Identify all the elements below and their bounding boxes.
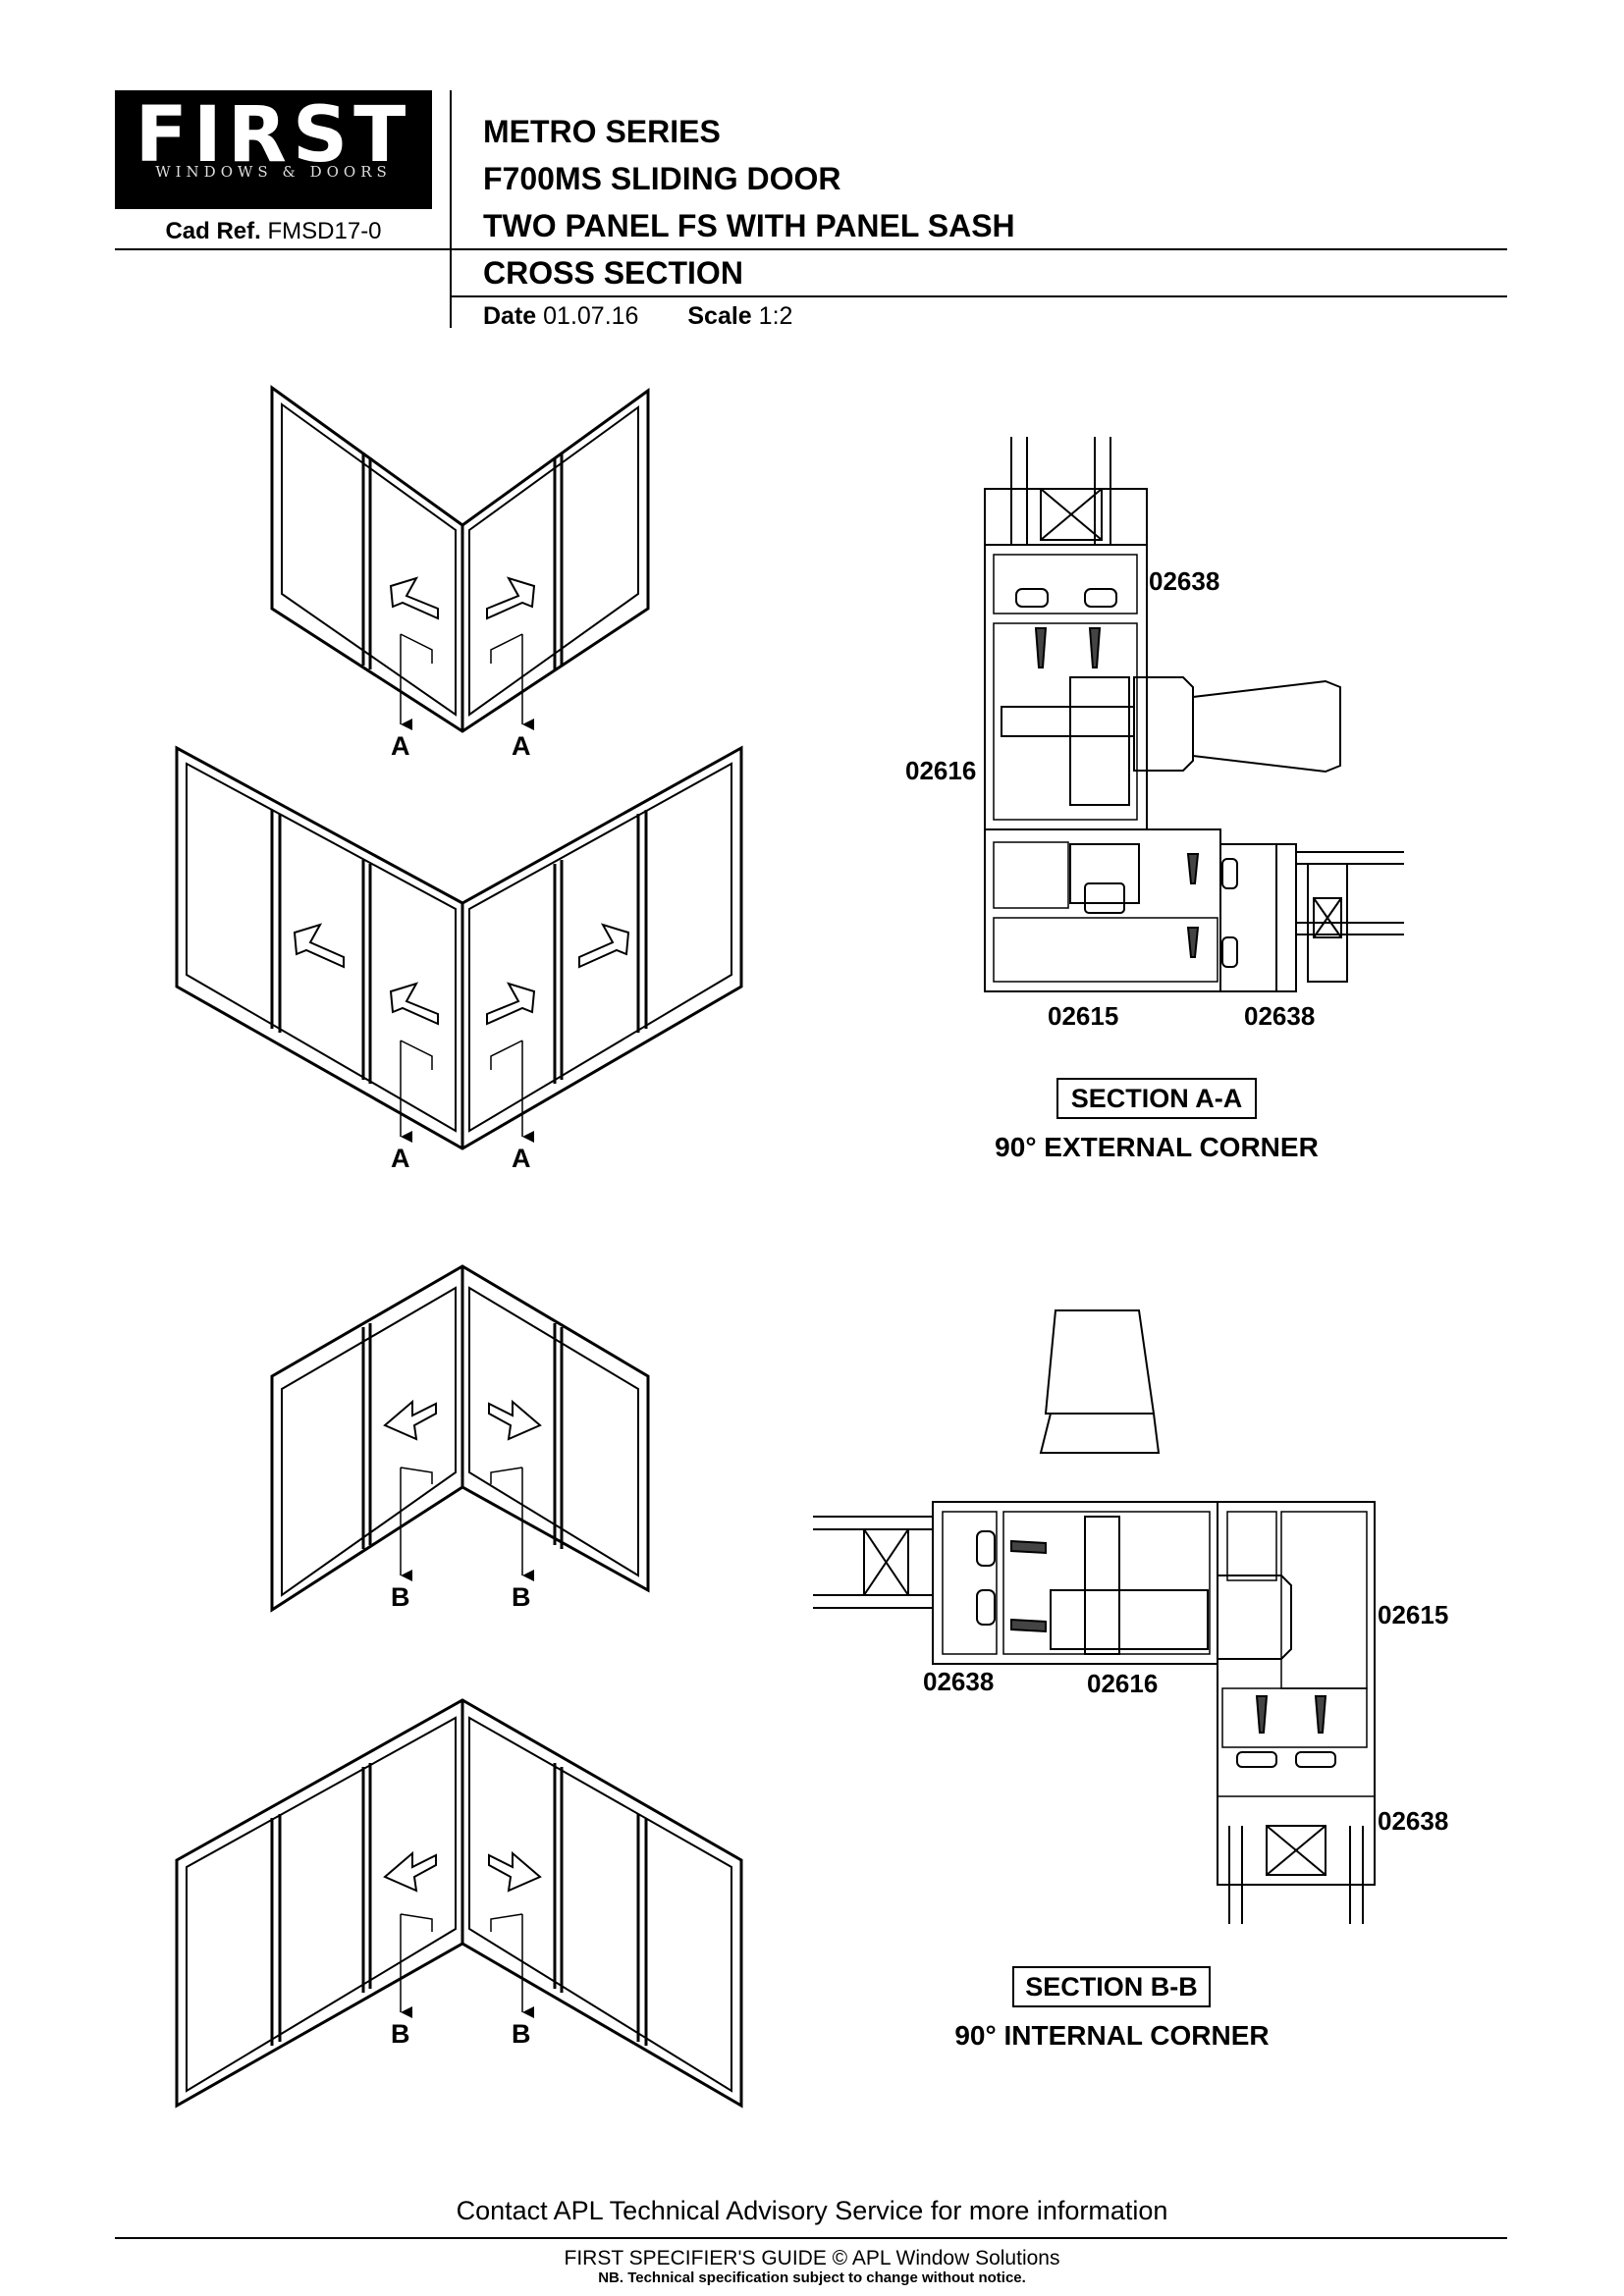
section-marker-a-right-2: A <box>512 1144 531 1173</box>
product-title: F700MS SLIDING DOOR <box>483 161 841 196</box>
section-a-label-box <box>1056 1078 1257 1119</box>
logo-background <box>115 90 432 209</box>
title-block-lines <box>115 90 1507 328</box>
section-b-caption: 90° INTERNAL CORNER <box>954 2020 1270 2051</box>
footer-guide-text: FIRST SPECIFIER'S GUIDE © APL Window Sol… <box>564 2247 1060 2269</box>
cad-ref-label: Cad Ref. <box>165 218 261 244</box>
elevation-internal-corner-small <box>270 1264 650 1613</box>
cad-reference: Cad Ref. FMSD17-0 <box>115 218 432 245</box>
configuration-title: TWO PANEL FS WITH PANEL SASH <box>483 208 1015 243</box>
elevation-external-corner-small <box>270 385 650 733</box>
section-marker-a-right: A <box>512 731 531 761</box>
section-a-caption: 90° EXTERNAL CORNER <box>995 1132 1319 1162</box>
part-number: 02638 <box>1149 566 1220 596</box>
footer-notice-text: NB. Technical specification subject to c… <box>598 2269 1026 2286</box>
section-marker-b-right: B <box>512 1582 531 1612</box>
part-number: 02638 <box>1378 1806 1449 1836</box>
scale-label: Scale <box>687 302 752 330</box>
series-title: METRO SERIES <box>483 114 721 149</box>
part-number: 02616 <box>905 756 977 785</box>
date-value: 01.07.16 <box>543 302 639 330</box>
cad-ref-value: FMSD17-0 <box>267 218 382 244</box>
section-b-profile <box>813 1309 1376 1924</box>
date-scale-line: Date 01.07.16 Scale 1:2 <box>483 302 792 331</box>
part-number: 02638 <box>1244 1001 1316 1031</box>
section-marker-a-left-2: A <box>391 1144 410 1173</box>
part-number: 02615 <box>1048 1001 1119 1031</box>
section-a-profile <box>984 437 1404 992</box>
elevation-internal-corner-large <box>175 1698 743 2109</box>
section-marker-b-right-2: B <box>512 2019 531 2049</box>
scale-value: 1:2 <box>758 302 793 330</box>
section-marker-a-left: A <box>391 731 410 761</box>
section-a-label: SECTION A-A <box>1070 1084 1243 1113</box>
section-b-label-box <box>1012 1966 1211 2007</box>
section-b-label: SECTION B-B <box>1025 1972 1198 2002</box>
section-cut-lines <box>401 633 522 2012</box>
part-number: 02638 <box>923 1667 995 1696</box>
elevation-external-corner-large <box>175 745 743 1150</box>
section-marker-b-left: B <box>391 1582 410 1612</box>
footer-contact-text: Contact APL Technical Advisory Service f… <box>456 2196 1168 2225</box>
date-label: Date <box>483 302 537 330</box>
logo-tagline: WINDOWS & DOORS <box>155 163 392 181</box>
part-number: 02615 <box>1378 1600 1449 1629</box>
drawing-type-title: CROSS SECTION <box>483 255 743 291</box>
logo-wordmark: FIRST <box>135 91 412 180</box>
part-number: 02616 <box>1087 1669 1159 1698</box>
section-marker-b-left-2: B <box>391 2019 410 2049</box>
